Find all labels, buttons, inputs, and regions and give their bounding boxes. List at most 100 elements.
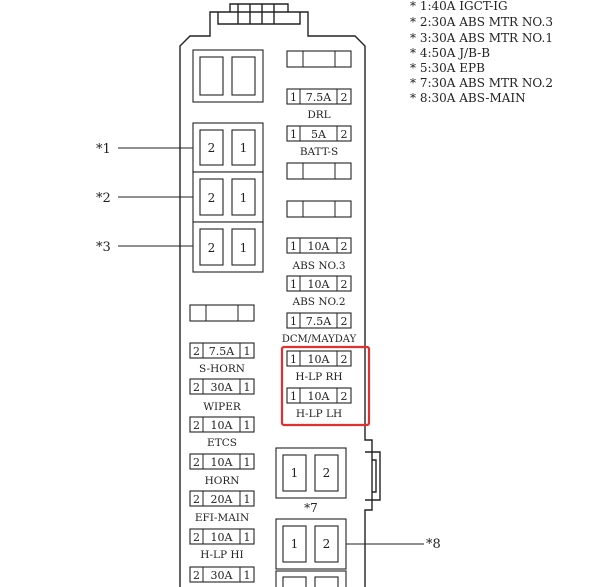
pin-label: 1	[240, 191, 248, 205]
pin-label: 1	[240, 241, 248, 255]
pin-b: 2	[341, 353, 348, 366]
legend-item-4: * 4:50A J/B-B	[410, 46, 490, 60]
fuse-s-horn: 2 7.5A 1 S-HORN	[189, 342, 255, 375]
pin-b: 2	[341, 315, 348, 328]
legend-item-5: * 5:30A EPB	[410, 61, 485, 75]
pin-a: 2	[193, 381, 200, 394]
pin-b: 2	[341, 240, 348, 253]
pin-label: 2	[208, 191, 216, 205]
fuse-h-lp-rh: 1 10A 2 H-LP RH	[286, 350, 352, 383]
relay-8: 1 2 *8	[275, 518, 441, 570]
fuse-efi-main: 2 20A 1 EFI-MAIN	[189, 490, 255, 524]
fuse-box-outline	[179, 11, 373, 587]
callout-label: *2	[96, 191, 111, 206]
fuse-name: S-HORN	[199, 363, 245, 375]
fuse-name: ETCS	[207, 437, 237, 449]
pin-b: 1	[244, 345, 251, 358]
fuse-name: H-LP RH	[295, 371, 342, 383]
callout-label: *1	[96, 142, 111, 157]
legend-item-2: * 2:30A ABS MTR NO.3	[410, 15, 553, 29]
fuse-name: BATT-S	[300, 146, 338, 158]
pin-b: 1	[244, 569, 251, 582]
fuse-rating: 10A	[211, 419, 234, 432]
big-fuse-1: 2 1	[192, 122, 264, 173]
relay-7: 1 2 *7	[275, 447, 347, 515]
pin-a: 2	[193, 345, 200, 358]
fuse-abs-no2: 1 10A 2 ABS NO.2	[286, 275, 352, 308]
big-fuse-3: 2 1	[192, 221, 264, 273]
pin-b: 1	[244, 456, 251, 469]
fuse-name: HORN	[205, 475, 240, 487]
top-tab	[217, 3, 301, 25]
fuse-h-lp-lh: 1 10A 2 H-LP LH	[286, 387, 352, 420]
pin-a: 1	[290, 128, 297, 141]
pin-label: 2	[208, 141, 216, 155]
pin-label: 2	[323, 537, 331, 551]
legend: * 1:40A IGCT-IG * 2:30A ABS MTR NO.3 * 3…	[410, 0, 553, 105]
fuse-etcs: 2 10A 1 ETCS	[189, 416, 255, 449]
pin-a: 1	[290, 353, 297, 366]
empty-slot-3	[286, 200, 352, 218]
pin-a: 2	[193, 531, 200, 544]
fuse-rating: 10A	[308, 353, 331, 366]
pin-a: 1	[290, 278, 297, 291]
pin-label: 1	[240, 141, 248, 155]
fuse-rating: 10A	[308, 390, 331, 403]
callout-label: *8	[426, 537, 441, 552]
pin-a: 2	[193, 456, 200, 469]
empty-slot-2	[286, 162, 352, 180]
fuse-rating: 10A	[308, 278, 331, 291]
fuse-rating: 10A	[211, 531, 234, 544]
pin-label: 2	[323, 466, 331, 480]
fuse-abs-no3: 1 10A 2 ABS NO.3	[286, 237, 352, 272]
fuse-wiper: 2 30A 1 WIPER	[189, 378, 255, 413]
fuse-rating: 5A	[311, 128, 327, 141]
relay-bottom-partial	[275, 570, 347, 587]
pin-b: 2	[341, 278, 348, 291]
fuse-name: DRL	[307, 109, 330, 121]
fuse-rating: 20A	[211, 493, 234, 506]
fuse-name: DCM/MAYDAY	[282, 334, 357, 345]
pin-b: 1	[244, 493, 251, 506]
callout-label: *3	[96, 240, 111, 255]
fuse-rating: 7.5A	[306, 91, 332, 104]
fuse-name: EFI-MAIN	[195, 512, 249, 524]
fuse-rating: 10A	[308, 240, 331, 253]
fuse-rating: 7.5A	[209, 345, 235, 358]
pin-a: 2	[193, 569, 200, 582]
pin-a: 1	[290, 240, 297, 253]
callout-3: *3	[96, 240, 193, 255]
fuse-batt-s: 1 5A 2 BATT-S	[286, 125, 352, 158]
pin-b: 1	[244, 531, 251, 544]
legend-item-1: * 1:40A IGCT-IG	[410, 0, 508, 13]
pin-label: 1	[291, 466, 299, 480]
pin-a: 2	[193, 493, 200, 506]
pin-a: 2	[193, 419, 200, 432]
legend-item-7: * 7:30A ABS MTR NO.2	[410, 76, 553, 90]
fuse-dcm-mayday: 1 7.5A 2 DCM/MAYDAY	[282, 312, 357, 345]
fuse-drl: 1 7.5A 2 DRL	[286, 88, 352, 121]
fuse-name: WIPER	[203, 401, 242, 413]
legend-item-3: * 3:30A ABS MTR NO.1	[410, 31, 553, 45]
pin-b: 2	[341, 128, 348, 141]
big-fuse-2: 2 1	[192, 171, 264, 223]
side-latch	[365, 451, 381, 501]
pin-a: 1	[290, 390, 297, 403]
fuse-name: ABS NO.2	[291, 296, 345, 308]
fuse-name: ABS NO.3	[291, 260, 345, 272]
fuse-horn: 2 10A 1 HORN	[189, 453, 255, 487]
empty-slot-1	[286, 50, 352, 68]
legend-item-8: * 8:30A ABS-MAIN	[410, 91, 526, 105]
fuse-rating: 30A	[211, 569, 234, 582]
pin-b: 2	[341, 390, 348, 403]
callout-1: *1	[96, 142, 193, 157]
fuse-h-lp-hi: 2 10A 1 H-LP HI	[189, 528, 255, 561]
relay-socket-top	[192, 49, 264, 103]
fuse-name: H-LP HI	[200, 549, 243, 561]
callout-label: *7	[304, 501, 318, 515]
pin-b: 2	[341, 91, 348, 104]
pin-a: 1	[290, 315, 297, 328]
fuse-name: H-LP LH	[296, 408, 342, 420]
pin-label: 1	[291, 537, 299, 551]
